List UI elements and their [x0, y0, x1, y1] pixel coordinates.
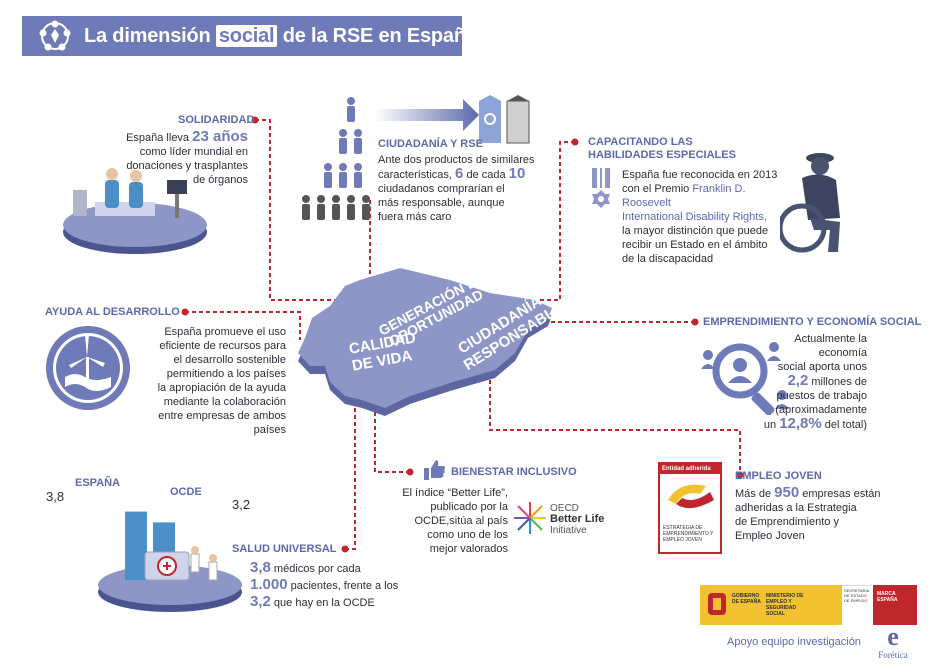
solidaridad-text: España lleva 23 años como líder mundial … [126, 128, 248, 186]
solidaridad-heading: SOLIDARIDAD [178, 114, 255, 126]
spain-map: GENERACIÓN DEOPORTUNIDAD CALIDADDE VIDA … [298, 268, 560, 416]
wind-turbine-icon [46, 326, 130, 410]
health-bar-illustration [98, 511, 242, 612]
people-pyramid-icon [302, 97, 370, 220]
salud-text: 3,8 médicos por cada 1.000 pacientes, fr… [250, 559, 399, 610]
emprendimiento-heading: EMPRENDIMIENTO Y ECONOMÍA SOCIAL [703, 316, 922, 328]
roosevelt-statue-icon [780, 153, 840, 253]
thumbs-up-icon [424, 460, 445, 480]
products-arrow-icon [375, 95, 530, 144]
support-text: Apoyo equipo investigación [727, 636, 861, 648]
foretica-logo: e Forética [876, 622, 910, 661]
oecd-logo-text: OECD Better Life Initiative [550, 503, 605, 536]
foretica-e-icon: e [887, 622, 899, 651]
bar-value-ocde: 3,2 [232, 497, 251, 512]
people-circle-icon [39, 20, 71, 51]
bar-espana [125, 511, 147, 580]
bienestar-heading: BIENESTAR INCLUSIVO [451, 466, 577, 478]
capacitando-text: España fue reconocida en 2013 con el Pre… [622, 169, 778, 265]
secretaria-logo: SECRETARÍA DE ESTADO DE EMPLEO [842, 585, 872, 625]
surgery-illustration [55, 140, 215, 260]
magnifier-people-icon [701, 342, 789, 415]
bar-label-espana: ESPAÑA [75, 477, 121, 489]
empleo-heading: EMPLEO JOVEN [735, 470, 822, 482]
marca-espana-logo: MARCA ESPAÑA [873, 585, 917, 625]
medal-icon [592, 168, 610, 208]
empleo-text: Más de 950 empresas están adheridas a la… [735, 484, 881, 542]
page-title: La dimensión social de la RSE en España [84, 25, 477, 47]
operating-room-icon [63, 168, 207, 254]
emprendimiento-text: Actualmente la economía social aporta un… [763, 333, 867, 432]
ribbon-logo-icon [668, 484, 714, 509]
header-bar: La dimensión social de la RSE en España [22, 16, 477, 56]
coat-of-arms-icon [708, 593, 726, 615]
ayuda-text: España promueve el uso eficiente de recu… [157, 326, 286, 436]
gobierno-logo: GOBIERNO DE ESPAÑA MINISTERIO DE EMPLEO … [700, 585, 842, 625]
oecd-flower-icon [514, 502, 546, 534]
ciudadania-text: Ante dos productos de similares caracter… [378, 154, 535, 223]
salud-heading: SALUD UNIVERSAL [232, 543, 337, 555]
bar-value-espana: 3,8 [46, 489, 65, 504]
ayuda-heading: AYUDA AL DESARROLLO [45, 306, 180, 318]
ciudadania-heading: CIUDADANÍA Y RSE [378, 138, 483, 150]
bienestar-text: El índice “Better Life”, publicado por l… [402, 487, 508, 555]
bar-label-ocde: OCDE [170, 486, 202, 498]
